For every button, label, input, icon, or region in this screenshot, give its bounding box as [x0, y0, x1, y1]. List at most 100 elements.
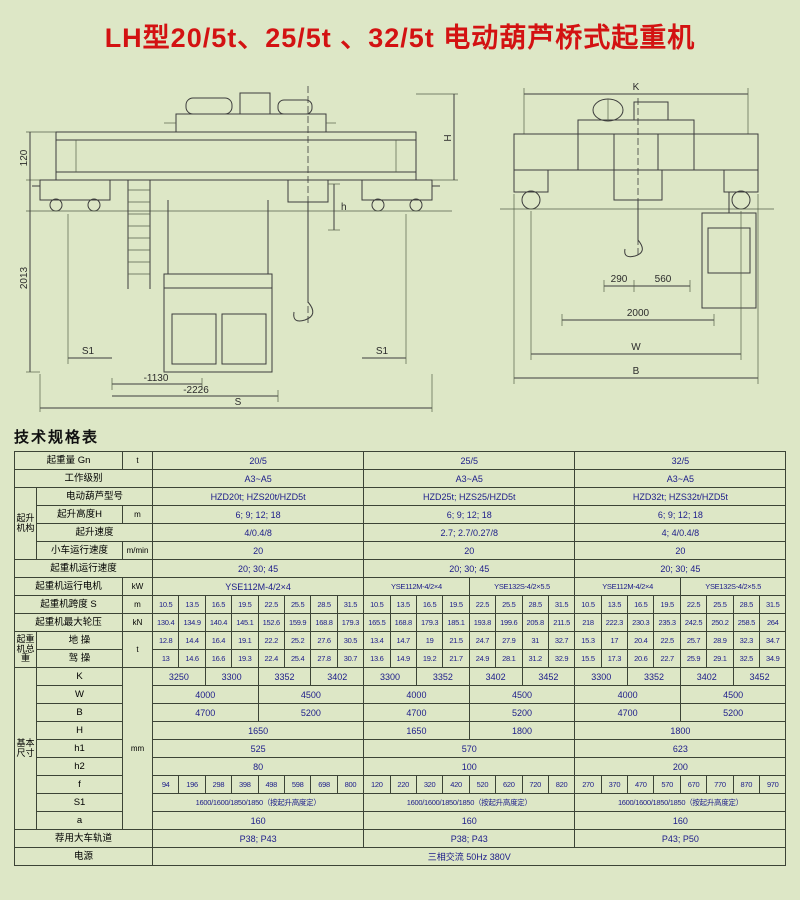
- value-cell: 28.5: [521, 595, 549, 614]
- row-label: h2: [36, 757, 123, 776]
- unit-cell: t: [122, 631, 153, 668]
- dim-560-label: 560: [655, 274, 672, 285]
- value-cell: 140.4: [204, 613, 233, 632]
- value-cell: 520: [468, 775, 497, 794]
- value-cell: 165.5: [363, 613, 391, 632]
- value-cell: 258.5: [732, 613, 761, 632]
- value-cell: 623: [574, 739, 787, 758]
- value-cell: YSE112M-4/2×4: [151, 577, 365, 596]
- row-group-label: 基本尺寸: [14, 667, 37, 830]
- row-label: 电动葫芦型号: [36, 487, 153, 506]
- value-cell: 19.5: [653, 595, 681, 614]
- dim-girder-height-120: 120: [19, 131, 56, 181]
- value-cell: 205.8: [521, 613, 549, 632]
- value-cell: 10.5: [363, 595, 391, 614]
- value-cell: 20: [151, 541, 365, 560]
- value-cell: 31.5: [547, 595, 576, 614]
- section-heading: 技术规格表: [14, 429, 100, 446]
- dim-h-label: H: [443, 134, 454, 141]
- value-cell: 20/5: [151, 451, 365, 470]
- value-cell: 22.5: [653, 631, 681, 650]
- value-cell: 152.6: [257, 613, 285, 632]
- row-label: f: [36, 775, 123, 794]
- row-label: K: [36, 667, 123, 686]
- value-cell: 168.8: [389, 613, 417, 632]
- value-cell: 16.4: [204, 631, 233, 650]
- value-cell: 34.9: [759, 649, 787, 668]
- end-carriages-wheels: [500, 169, 774, 210]
- value-cell: 211.5: [547, 613, 576, 632]
- value-cell: 16.6: [204, 649, 233, 668]
- value-cell: 19.5: [231, 595, 259, 614]
- value-cell: 3352: [257, 667, 312, 686]
- value-cell: 5200: [257, 703, 365, 722]
- row-group-label: 起重机总重: [14, 631, 37, 668]
- value-cell: 620: [495, 775, 523, 794]
- value-cell: 570: [653, 775, 681, 794]
- value-cell: 145.1: [231, 613, 259, 632]
- value-cell: 30.7: [336, 649, 365, 668]
- value-cell: 32.9: [547, 649, 576, 668]
- value-cell: 13.5: [389, 595, 417, 614]
- value-cell: 4000: [152, 685, 259, 704]
- value-cell: 193.8: [468, 613, 497, 632]
- drawing-end-view: K 290 560: [500, 82, 774, 384]
- value-cell: 3452: [521, 667, 576, 686]
- unit-cell: t: [122, 451, 153, 470]
- value-cell: 1600/1600/1850/1850（按起升高度定）: [151, 793, 365, 812]
- value-cell: 2.7; 2.7/0.27/8: [363, 523, 576, 542]
- drawing-side-elevation: 120 2013 S1 S1 -1130 -2226 S H: [19, 86, 458, 412]
- value-cell: 80: [151, 757, 365, 776]
- value-cell: 222.3: [600, 613, 629, 632]
- value-cell: 28.1: [495, 649, 523, 668]
- dim-neg2226: -2226: [112, 385, 279, 402]
- hoist-hook: [287, 86, 329, 326]
- value-cell: 22.7: [653, 649, 681, 668]
- row-label: 起重机最大轮压: [14, 613, 123, 632]
- bridge-girder: [55, 131, 417, 181]
- value-cell: 31: [521, 631, 549, 650]
- value-cell: 21.7: [442, 649, 470, 668]
- value-cell: 3452: [732, 667, 787, 686]
- dim-w: W: [530, 211, 742, 360]
- value-cell: 4500: [679, 685, 787, 704]
- dim-2013: 2013: [19, 180, 40, 373]
- value-cell: 10.5: [574, 595, 602, 614]
- dim-height-h: H: [416, 93, 458, 181]
- value-cell: 1650: [151, 721, 365, 740]
- value-cell: 27.9: [495, 631, 523, 650]
- value-cell: 3300: [363, 667, 417, 686]
- value-cell: 22.5: [257, 595, 285, 614]
- value-cell: HZD20t; HZS20t/HZD5t: [151, 487, 365, 506]
- cab-end-view: [701, 192, 757, 309]
- value-cell: 199.6: [495, 613, 523, 632]
- row-label: a: [36, 811, 123, 830]
- value-cell: 21.5: [442, 631, 470, 650]
- value-cell: 31.5: [759, 595, 787, 614]
- value-cell: 134.9: [178, 613, 206, 632]
- value-cell: 4700: [152, 703, 259, 722]
- value-cell: 800: [336, 775, 365, 794]
- value-cell: 28.9: [706, 631, 734, 650]
- value-cell: A3~A5: [574, 469, 787, 488]
- value-cell: 220: [389, 775, 417, 794]
- value-cell: 264: [759, 613, 787, 632]
- value-cell: 570: [363, 739, 576, 758]
- row-label: 起重量 Gn: [14, 451, 123, 470]
- value-cell: 25.9: [679, 649, 708, 668]
- value-cell: HZD32t; HZS32t/HZD5t: [574, 487, 787, 506]
- value-cell: 4; 4/0.4/8: [574, 523, 787, 542]
- value-cell: P38; P43: [151, 829, 365, 848]
- value-cell: 242.5: [679, 613, 708, 632]
- row-label: 地 操: [36, 631, 123, 650]
- value-cell: 20.4: [627, 631, 655, 650]
- value-cell: 525: [151, 739, 365, 758]
- value-cell: 420: [442, 775, 470, 794]
- value-cell: 13.5: [178, 595, 206, 614]
- value-cell: 31.2: [521, 649, 549, 668]
- value-cell: 100: [363, 757, 576, 776]
- value-cell: A3~A5: [363, 469, 576, 488]
- row-label: 驾 操: [36, 649, 123, 668]
- value-cell: 13.5: [600, 595, 629, 614]
